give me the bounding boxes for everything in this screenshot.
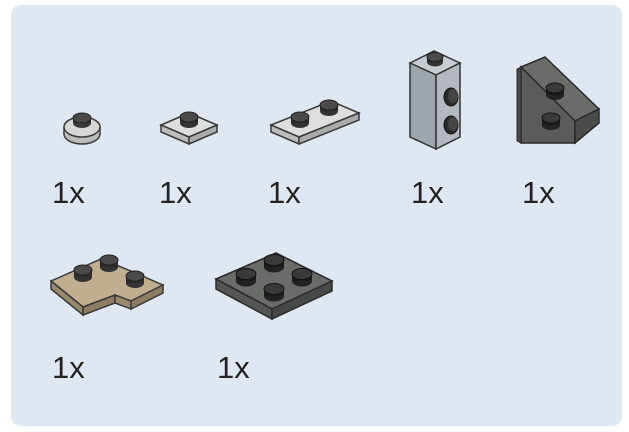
plate-2x2-corner-image xyxy=(47,245,167,317)
part-2-quantity: 1x xyxy=(159,175,192,210)
part-1-quantity: 1x xyxy=(52,175,85,210)
parts-list-panel: 1x 1x 1x xyxy=(11,5,622,426)
part-6-quantity: 1x xyxy=(52,350,85,385)
wedge-plate-image xyxy=(515,53,605,153)
part-4-quantity: 1x xyxy=(411,175,444,210)
part-3-quantity: 1x xyxy=(268,175,301,210)
part-5-quantity: 1x xyxy=(522,175,555,210)
plate-1x1-image xyxy=(157,103,221,147)
brick-1x1-side-studs-image xyxy=(406,45,470,155)
plate-2x2-image xyxy=(212,241,336,327)
plate-1x2-image xyxy=(267,91,363,147)
round-plate-1x1-image xyxy=(58,109,106,149)
part-7-quantity: 1x xyxy=(217,350,250,385)
